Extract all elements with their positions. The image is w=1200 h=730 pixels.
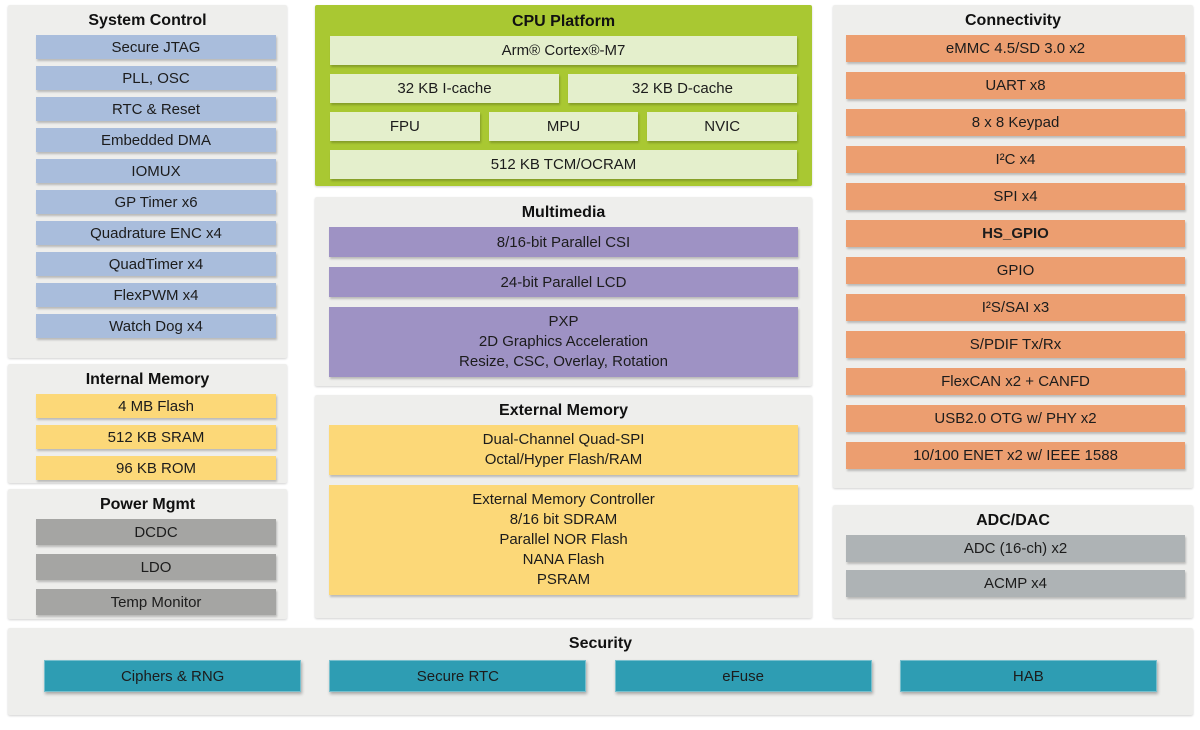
- multimedia-title: Multimedia: [521, 204, 606, 221]
- block-secure-jtag: Secure JTAG: [36, 35, 276, 59]
- block-dcache: 32 KB D-cache: [568, 74, 797, 103]
- internal-memory-title: Internal Memory: [85, 371, 210, 388]
- block-secure-rtc: Secure RTC: [329, 660, 587, 692]
- multimedia-panel: Multimedia 8/16-bit Parallel CSI 24-bit …: [315, 197, 812, 386]
- block-efuse: eFuse: [614, 660, 872, 692]
- block-quadrature-enc: Quadrature ENC x4: [36, 221, 276, 245]
- security-panel: Security Ciphers & RNG Secure RTC eFuse …: [8, 628, 1193, 715]
- block-ldo: LDO: [36, 554, 276, 580]
- block-flash: 4 MB Flash: [36, 394, 276, 418]
- block-sram: 512 KB SRAM: [36, 425, 276, 449]
- block-acmp: ACMP x4: [846, 570, 1185, 597]
- block-i2c: I²C x4: [846, 146, 1185, 173]
- block-adc: ADC (16-ch) x2: [846, 535, 1185, 562]
- block-parallel-lcd: 24-bit Parallel LCD: [329, 267, 798, 297]
- block-quadtimer: QuadTimer x4: [36, 252, 276, 276]
- security-title: Security: [568, 635, 633, 652]
- external-memory-panel: External Memory Dual-Channel Quad-SPI Oc…: [315, 395, 812, 618]
- adc-dac-title: ADC/DAC: [976, 512, 1050, 529]
- block-dcdc: DCDC: [36, 519, 276, 545]
- connectivity-title: Connectivity: [964, 12, 1061, 29]
- block-ciphers-rng: Ciphers & RNG: [44, 660, 302, 692]
- connectivity-panel: Connectivity eMMC 4.5/SD 3.0 x2 UART x8 …: [833, 5, 1193, 488]
- internal-memory-panel: Internal Memory 4 MB Flash 512 KB SRAM 9…: [8, 364, 287, 483]
- adc-dac-panel: ADC/DAC ADC (16-ch) x2 ACMP x4: [833, 505, 1193, 618]
- block-hs-gpio: HS_GPIO: [846, 220, 1185, 247]
- power-mgmt-panel: Power Mgmt DCDC LDO Temp Monitor: [8, 489, 287, 619]
- block-tcm-ocram: 512 KB TCM/OCRAM: [330, 150, 797, 179]
- block-enet: 10/100 ENET x2 w/ IEEE 1588: [846, 442, 1185, 469]
- block-fpu: FPU: [330, 112, 480, 141]
- block-gp-timer: GP Timer x6: [36, 190, 276, 214]
- block-ext-mem-controller: External Memory Controller 8/16 bit SDRA…: [329, 485, 798, 595]
- block-uart: UART x8: [846, 72, 1185, 99]
- block-embedded-dma: Embedded DMA: [36, 128, 276, 152]
- block-mpu: MPU: [488, 112, 639, 141]
- block-flexpwm: FlexPWM x4: [36, 283, 276, 307]
- block-usb-otg: USB2.0 OTG w/ PHY x2: [846, 405, 1185, 432]
- cpu-platform-panel: CPU Platform Arm® Cortex®-M7 32 KB I-cac…: [315, 5, 812, 186]
- block-gpio: GPIO: [846, 257, 1185, 284]
- block-quad-spi: Dual-Channel Quad-SPI Octal/Hyper Flash/…: [329, 425, 798, 475]
- block-cortex-m7: Arm® Cortex®-M7: [330, 36, 797, 65]
- block-rom: 96 KB ROM: [36, 456, 276, 480]
- external-memory-title: External Memory: [499, 402, 628, 419]
- block-spdif: S/PDIF Tx/Rx: [846, 331, 1185, 358]
- block-pll-osc: PLL, OSC: [36, 66, 276, 90]
- block-watchdog: Watch Dog x4: [36, 314, 276, 338]
- block-pxp: PXP 2D Graphics Acceleration Resize, CSC…: [329, 307, 798, 377]
- block-emmc-sd: eMMC 4.5/SD 3.0 x2: [846, 35, 1185, 62]
- block-iomux: IOMUX: [36, 159, 276, 183]
- system-control-title: System Control: [88, 12, 207, 29]
- block-i2s-sai: I²S/SAI x3: [846, 294, 1185, 321]
- block-spi: SPI x4: [846, 183, 1185, 210]
- block-parallel-csi: 8/16-bit Parallel CSI: [329, 227, 798, 257]
- block-temp-monitor: Temp Monitor: [36, 589, 276, 615]
- block-nvic: NVIC: [647, 112, 798, 141]
- block-hab: HAB: [899, 660, 1157, 692]
- block-rtc-reset: RTC & Reset: [36, 97, 276, 121]
- block-icache: 32 KB I-cache: [330, 74, 559, 103]
- power-mgmt-title: Power Mgmt: [99, 496, 196, 513]
- cpu-platform-title: CPU Platform: [511, 13, 616, 30]
- block-flexcan: FlexCAN x2 + CANFD: [846, 368, 1185, 395]
- system-control-panel: System Control Secure JTAG PLL, OSC RTC …: [8, 5, 287, 358]
- block-keypad: 8 x 8 Keypad: [846, 109, 1185, 136]
